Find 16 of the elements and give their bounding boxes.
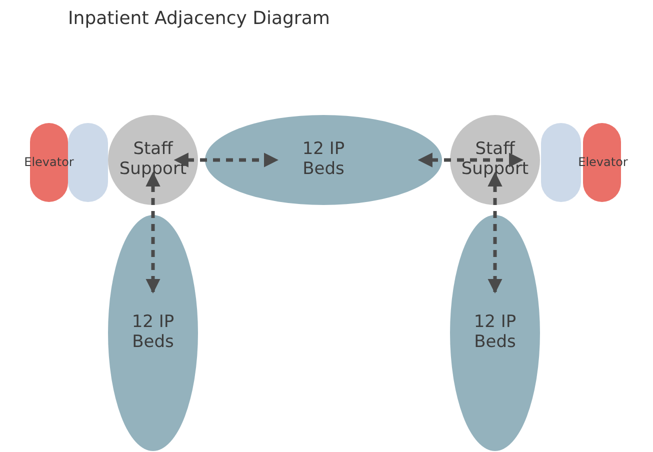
node-label: Staff Support	[118, 140, 188, 180]
bed-area-ellipse	[205, 115, 442, 205]
bed-area-ellipse	[108, 215, 198, 451]
capsule-shape	[541, 123, 581, 202]
node-label: 12 IP Beds	[472, 313, 518, 353]
dashed-double-arrow	[418, 152, 524, 168]
staff-support-circle	[450, 115, 540, 205]
bed-area-ellipse	[450, 215, 540, 451]
node-label: 12 IP Beds	[130, 313, 176, 353]
node-label: Staff Support	[460, 140, 530, 180]
dashed-double-arrow	[146, 172, 160, 294]
dashed-double-arrow	[174, 152, 278, 168]
dashed-double-arrow	[488, 172, 502, 294]
diagram-title: Inpatient Adjacency Diagram	[68, 8, 330, 29]
node-label: 12 IP Beds	[301, 140, 346, 180]
staff-support-circle	[108, 115, 198, 205]
